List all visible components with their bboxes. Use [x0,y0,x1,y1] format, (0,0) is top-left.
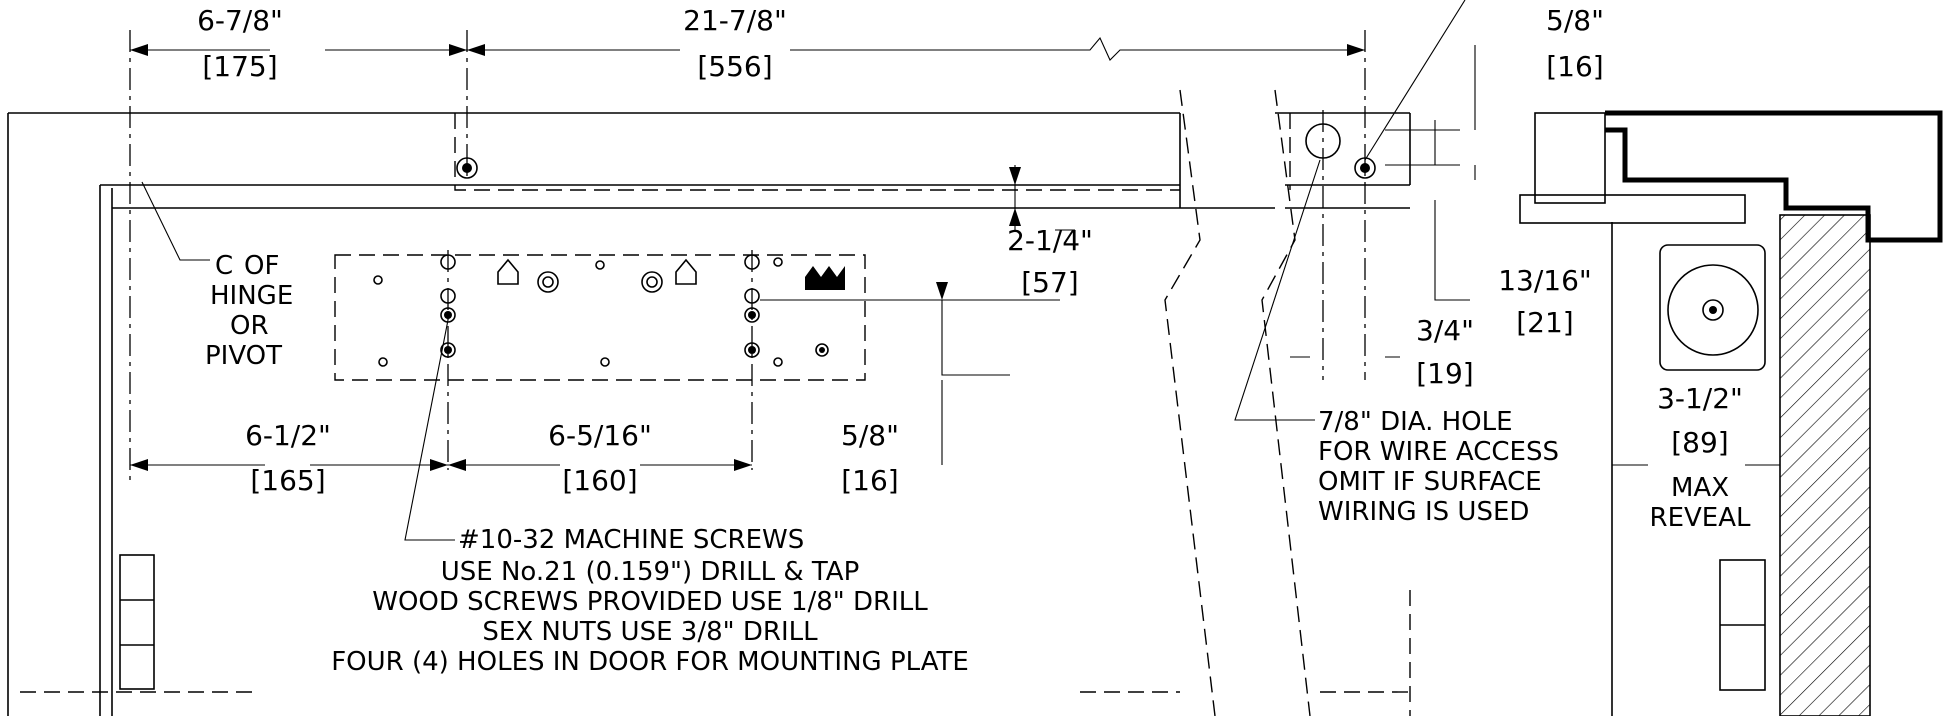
template-outline-top [454,113,1291,191]
center-lines [129,30,1366,480]
break-lines [20,89,1411,716]
hinge-line-1: OF [244,251,279,281]
dim-plate-lower-metric: [16] [841,464,898,497]
dimension-lines [130,0,1780,541]
wire-note-line-2: FOR WIRE ACCESS [1318,437,1559,467]
wire-access-note: 7/8" DIA. HOLE FOR WIRE ACCESS OMIT IF S… [1318,407,1559,527]
mounting-plate [334,254,866,381]
hinge-line-3: OR [230,311,269,341]
hinge-left [119,554,155,690]
max-reveal-label: MAX REVEAL [1650,473,1751,533]
screw-note-line-2: USE No.21 (0.159") DRILL & TAP [441,557,860,587]
screw-note-line-5: FOUR (4) HOLES IN DOOR FOR MOUNTING PLAT… [331,647,969,677]
dim-hinge-to-plate-screw-metric: [165] [250,464,325,497]
dim-max-reveal-imperial: 3-1/2" [1657,382,1743,415]
plate-screw-holes [440,254,760,358]
dim-arm-offset-imperial: 13/16" [1498,264,1592,297]
dim-hole-to-screw-imperial: 3/4" [1416,314,1474,347]
dim-plate-lower-imperial: 5/8" [841,419,899,452]
dim-plate-screw-spacing-metric: [160] [562,464,637,497]
screw-note-line-1: #10-32 MACHINE SCREWS [458,525,804,555]
dim-hole-top-imperial: 5/8" [1546,4,1604,37]
dim-frame-to-plate-imperial: 2-1/4" [1007,224,1093,257]
wire-note-line-3: OMIT IF SURFACE [1318,467,1542,497]
dim-screw-to-hole-metric: [556] [697,50,772,83]
max-reveal-line-1: MAX [1671,473,1729,503]
dim-arm-offset-metric: [21] [1516,306,1573,339]
max-reveal-line-2: REVEAL [1650,503,1751,533]
dim-hinge-to-screw-metric: [175] [202,50,277,83]
wire-note-line-4: WIRING IS USED [1318,497,1529,527]
hinge-line-2: HINGE [210,281,293,311]
dimension-text: 6-7/8" [175] 21-7/8" [556] 5/8" [16] 2-1… [197,4,1743,497]
hinge-label: C OF HINGE OR PIVOT [205,251,293,371]
screw-note: #10-32 MACHINE SCREWS USE No.21 (0.159")… [331,525,969,677]
frame-outline [7,112,1181,716]
hinge-line-4: PIVOT [205,341,282,371]
dim-max-reveal-metric: [89] [1671,426,1728,459]
dim-hinge-to-screw-imperial: 6-7/8" [197,4,283,37]
dim-hole-to-screw-metric: [19] [1416,357,1473,390]
dim-hinge-to-plate-screw-imperial: 6-1/2" [245,419,331,452]
dim-screw-to-hole-imperial: 21-7/8" [683,4,787,37]
dim-hole-top-metric: [16] [1546,50,1603,83]
screw-note-line-3: WOOD SCREWS PROVIDED USE 1/8" DRILL [372,587,928,617]
dim-frame-to-plate-metric: [57] [1021,266,1078,299]
dim-plate-screw-spacing-imperial: 6-5/16" [548,419,652,452]
wire-note-line-1: 7/8" DIA. HOLE [1318,407,1513,437]
hinge-symbol: C [215,251,233,281]
screw-note-line-4: SEX NUTS USE 3/8" DRILL [482,617,818,647]
